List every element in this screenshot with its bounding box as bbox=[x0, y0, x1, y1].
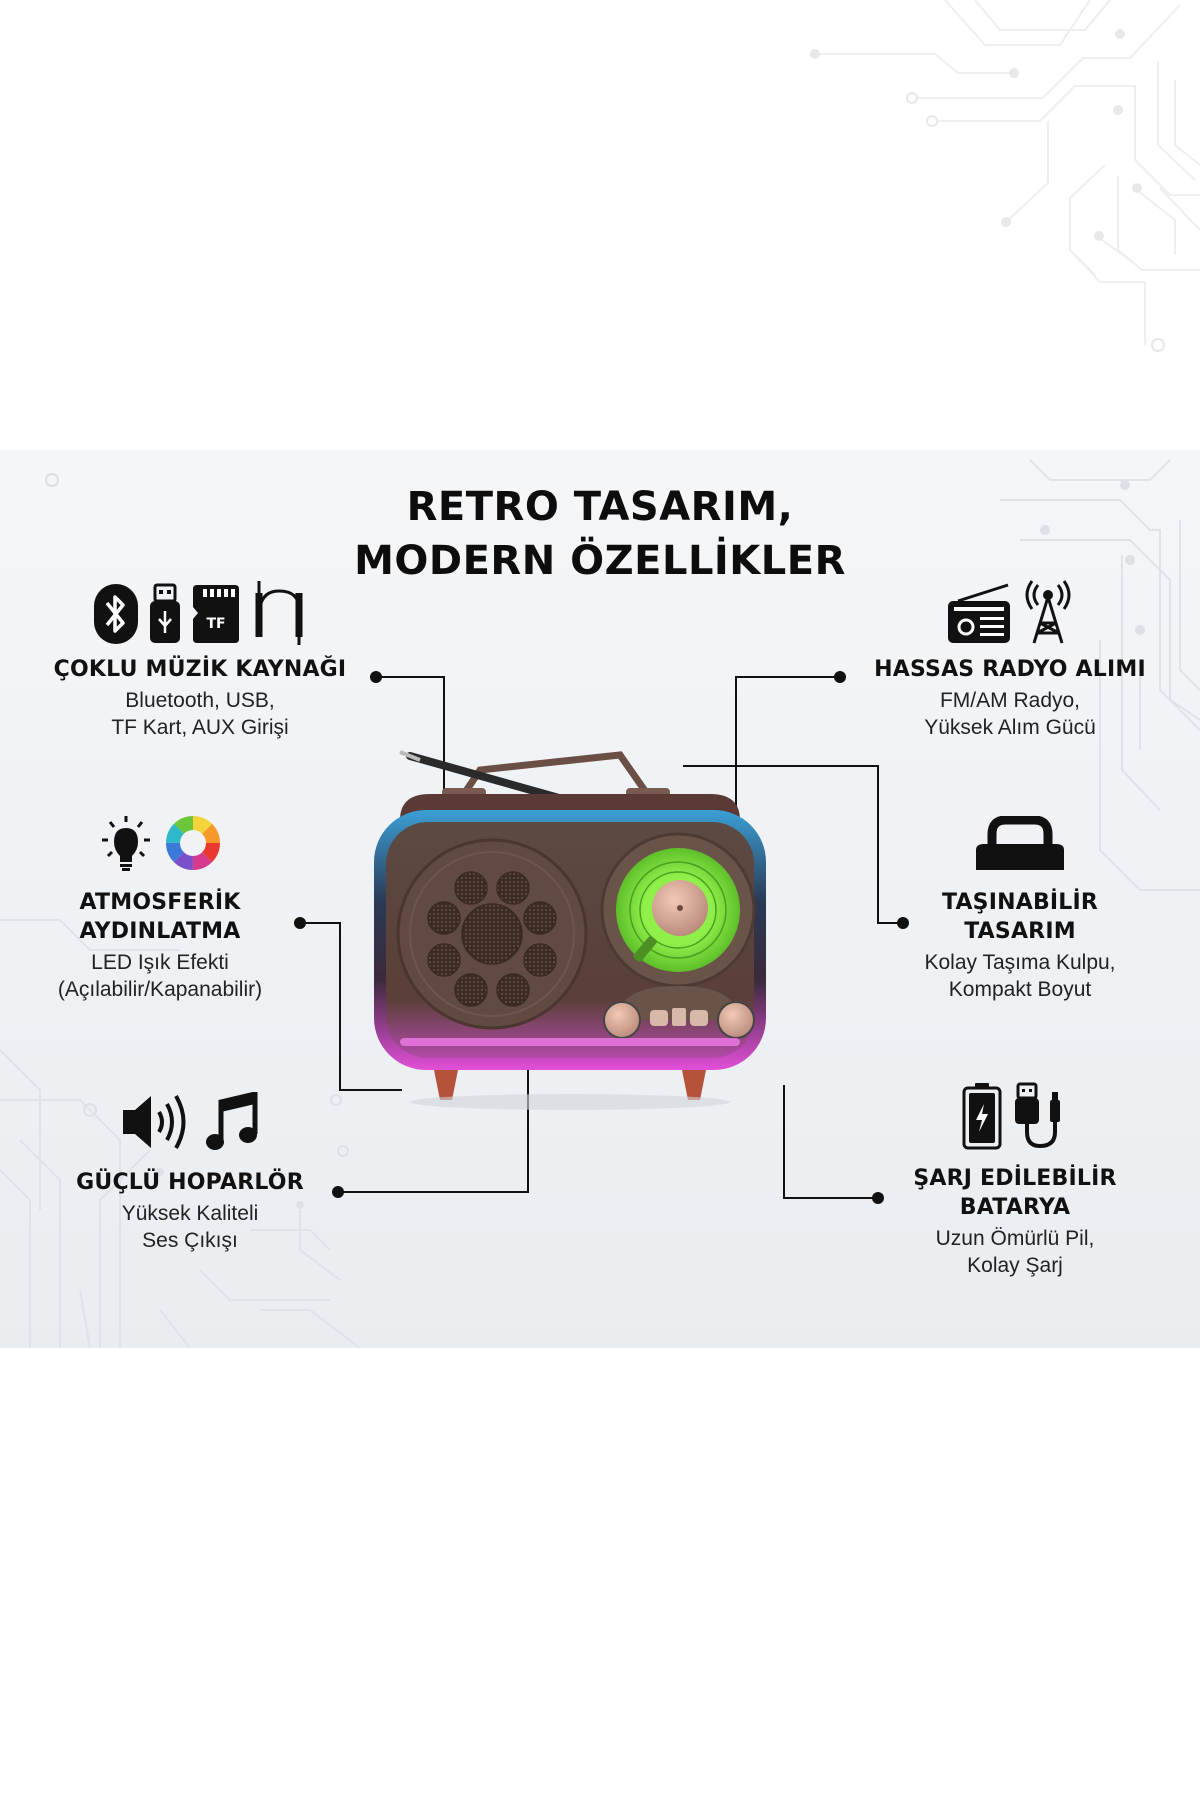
feature-panel: RETRO TASARIM, MODERN ÖZELLİKLER bbox=[0, 450, 1200, 1348]
aux-cable-icon bbox=[251, 579, 307, 645]
tf-card-icon: TF bbox=[191, 583, 241, 645]
feature-multi-source: TF ÇOKLU MÜZİK KAYNAĞI Bluetooth, USB, T… bbox=[30, 575, 370, 741]
feature-radio-reception: HASSAS RADYO ALIMI FM/AM Radyo, Yüksek A… bbox=[850, 575, 1170, 741]
feature-title: ATMOSFERİK AYDINLATMA bbox=[79, 890, 241, 944]
feature-icons bbox=[55, 1090, 325, 1152]
product-radio-image bbox=[374, 750, 766, 1110]
feature-description: LED Işık Efekti (Açılabilir/Kapanabilir) bbox=[57, 951, 263, 1001]
feature-description: Uzun Ömürlü Pil, Kolay Şarj bbox=[935, 1227, 1095, 1277]
feature-icons: TF bbox=[30, 575, 370, 645]
light-bulb-icon bbox=[98, 814, 154, 872]
feature-title: GÜÇLÜ HOPARLÖR bbox=[76, 1170, 304, 1195]
feature-title: TAŞINABİLİR TASARIM bbox=[941, 890, 1099, 944]
feature-powerful-speaker: GÜÇLÜ HOPARLÖR Yüksek Kaliteli Ses Çıkış… bbox=[55, 1090, 325, 1254]
title-line-2: MODERN ÖZELLİKLER bbox=[354, 538, 846, 584]
panel-circuit-background bbox=[0, 459, 1200, 1348]
feature-description: Kolay Taşıma Kulpu, Kompakt Boyut bbox=[924, 951, 1116, 1001]
carry-handle-icon bbox=[972, 816, 1068, 872]
feature-atmospheric-lighting: ATMOSFERİK AYDINLATMA LED Işık Efekti (A… bbox=[40, 810, 280, 1003]
feature-icons bbox=[880, 1080, 1150, 1150]
feature-portable-design: TAŞINABİLİR TASARIM Kolay Taşıma Kulpu, … bbox=[890, 810, 1150, 1003]
radio-icon bbox=[946, 579, 1012, 645]
color-wheel-icon bbox=[164, 814, 222, 872]
feature-title: HASSAS RADYO ALIMI bbox=[874, 657, 1146, 682]
feature-rechargeable-battery: ŞARJ EDİLEBİLİR BATARYA Uzun Ömürlü Pil,… bbox=[880, 1080, 1150, 1279]
feature-description: FM/AM Radyo, Yüksek Alım Gücü bbox=[924, 689, 1096, 739]
usb-drive-icon bbox=[149, 583, 181, 645]
feature-icons bbox=[890, 810, 1150, 872]
feature-icons bbox=[40, 810, 280, 872]
feature-title: ŞARJ EDİLEBİLİR BATARYA bbox=[913, 1166, 1117, 1220]
music-note-icon bbox=[205, 1092, 259, 1152]
svg-text:TF: TF bbox=[206, 616, 225, 632]
speaker-volume-icon bbox=[121, 1092, 195, 1152]
feature-icons bbox=[850, 575, 1170, 645]
feature-title: ÇOKLU MÜZİK KAYNAĞI bbox=[53, 657, 347, 682]
feature-description: Yüksek Kaliteli Ses Çıkışı bbox=[121, 1202, 259, 1252]
antenna-tower-icon bbox=[1022, 579, 1074, 645]
title-line-1: RETRO TASARIM, bbox=[406, 484, 794, 530]
usb-cable-icon bbox=[1012, 1082, 1068, 1150]
page-title: RETRO TASARIM, MODERN ÖZELLİKLER bbox=[0, 480, 1200, 588]
bluetooth-icon bbox=[93, 583, 139, 645]
battery-charging-icon bbox=[962, 1082, 1002, 1150]
feature-description: Bluetooth, USB, TF Kart, AUX Girişi bbox=[111, 689, 289, 739]
